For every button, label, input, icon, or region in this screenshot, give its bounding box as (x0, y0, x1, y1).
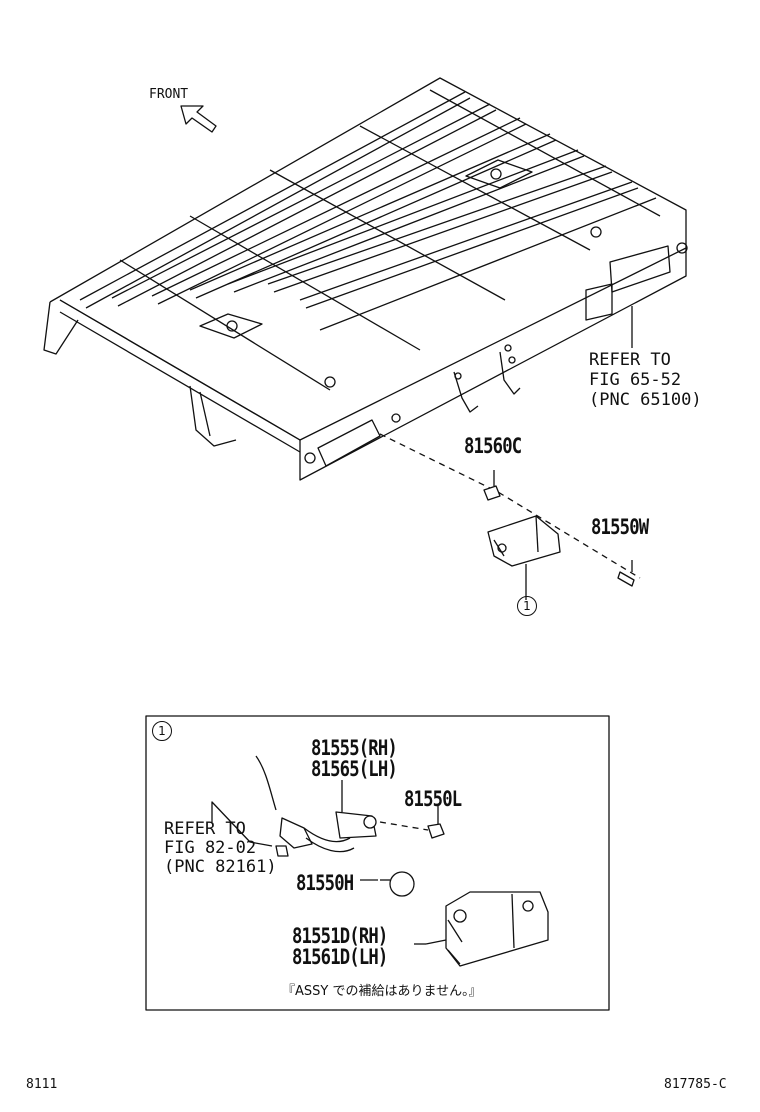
part-number-81560c: 81560C (464, 434, 522, 458)
page-code: 8111 (26, 1077, 58, 1092)
screw (617, 560, 635, 587)
ref-body-line2: FIG 65-52 (589, 370, 682, 390)
ref-body-line1: REFER TO (589, 350, 671, 370)
part-number-81565-lh: 81565(LH) (311, 757, 398, 781)
side-marker-lamp-upper (487, 515, 561, 600)
bulb-small (427, 806, 445, 839)
part-number-81555-rh: 81555(RH) (311, 736, 398, 760)
side-marker-lamp-lower (414, 891, 549, 967)
detail-box-frame (145, 715, 610, 1011)
front-label: FRONT (149, 87, 189, 102)
part-number-81561d-lh: 81561D(LH) (292, 945, 388, 969)
clip-nut (483, 470, 501, 501)
wire-harness (211, 755, 289, 857)
part-number-81551d-rh: 81551D(RH) (292, 924, 388, 948)
ref-body-line3: (PNC 65100) (589, 390, 702, 410)
ref-wire-line1: REFER TO (164, 819, 246, 839)
callout-1-detail: 1 (152, 721, 172, 741)
part-number-81550h: 81550H (296, 871, 354, 895)
figure-id: 817785-C (664, 1077, 727, 1092)
bulb-large (360, 871, 415, 897)
lamp-socket (279, 780, 377, 853)
supply-note: 『ASSY での補給はありません。』 (282, 984, 482, 999)
ref-wire-line3: (PNC 82161) (164, 857, 277, 877)
assembly-line-upper (379, 433, 641, 579)
callout-1-upper: 1 (517, 596, 537, 616)
front-arrow-icon (180, 105, 217, 133)
assembly-line-detail (379, 821, 429, 831)
part-number-81550l: 81550L (404, 787, 462, 811)
truck-bed (43, 77, 688, 481)
ref-wire-line2: FIG 82-02 (164, 838, 257, 858)
part-number-81550w: 81550W (591, 515, 649, 539)
